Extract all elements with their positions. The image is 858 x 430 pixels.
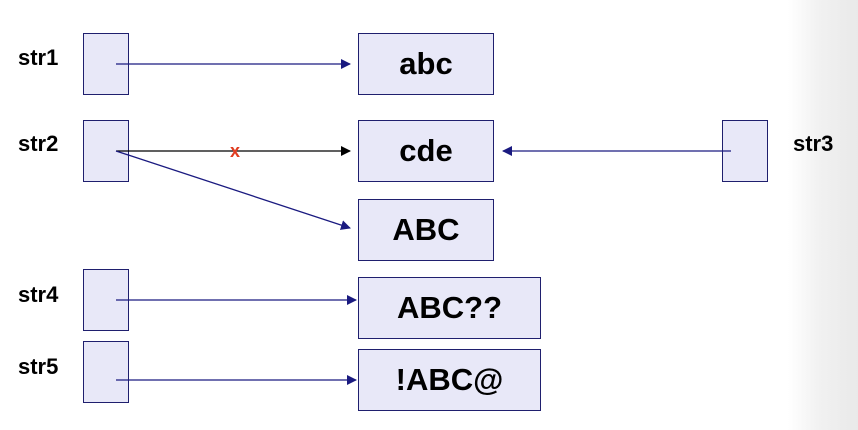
arrow-str2-to-ABC [115,150,351,230]
label-str4: str4 [18,282,59,307]
label-str1: str1 [18,45,59,70]
string-object-abc: abc [358,33,494,95]
string-object-ABC: ABC [358,199,494,261]
label-str5: str5 [18,354,59,379]
string-object-ABC-question: ABC?? [358,277,541,339]
right-edge-shading [788,0,858,430]
label-str2: str2 [18,131,59,156]
string-object-bang-ABC-at: !ABC@ [358,349,541,411]
ref-box-str5 [83,341,129,403]
string-object-cde: cde [358,120,494,182]
broken-reference-cross-icon: x [230,141,241,161]
label-str3: str3 [793,131,834,156]
